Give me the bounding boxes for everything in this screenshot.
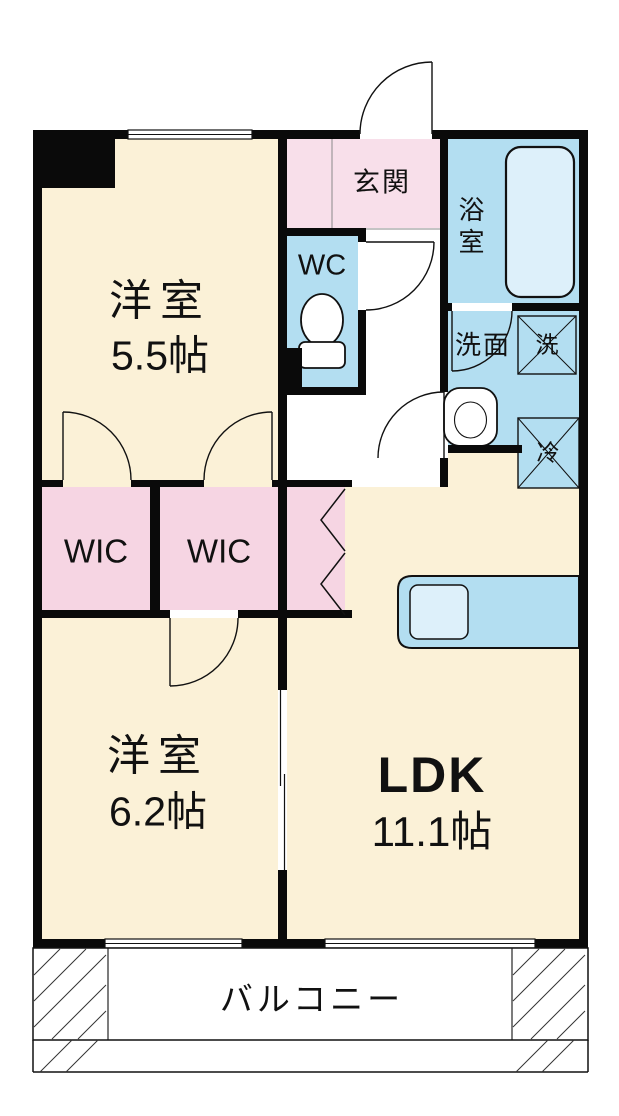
refrigerator-symbol	[517, 417, 580, 489]
entrance-step-line	[331, 139, 440, 230]
toilet-icon	[298, 293, 346, 369]
kitchen-sink-icon	[409, 584, 469, 640]
kitchen-counter	[397, 575, 580, 649]
closet-floor	[287, 487, 345, 618]
balcony-area	[32, 947, 589, 1073]
wic-b-label: WIC	[186, 532, 252, 570]
pillar	[33, 130, 115, 188]
balcony-hatch-left	[33, 948, 107, 1040]
wic-a-label: WIC	[63, 532, 129, 570]
wc-door-icon	[365, 241, 435, 311]
wic-a-door-icon	[62, 411, 132, 481]
washroom-door-icon	[377, 391, 445, 459]
balcony-corner-hatch	[39, 1039, 575, 1073]
entrance-label: 玄関	[353, 167, 411, 198]
bathtub-icon	[504, 145, 576, 299]
bathroom-label: 浴室	[455, 196, 485, 260]
bathroom-door-icon	[451, 310, 513, 372]
window-bedroom-b	[104, 938, 243, 949]
entrance-floor	[287, 139, 440, 228]
bedroom-a-size: 5.5帖	[111, 332, 209, 379]
ldk-name: LDK	[377, 747, 487, 803]
washer-label: 洗	[535, 331, 559, 358]
washing-machine-symbol	[517, 315, 577, 375]
window-bedroom-a	[127, 129, 253, 140]
wc-label: WC	[297, 249, 347, 282]
ldk-floor	[345, 487, 579, 939]
ldk-size: 11.1帖	[371, 808, 493, 855]
walls	[33, 130, 588, 948]
ldk-floor-left	[287, 618, 345, 939]
wic-a-floor	[42, 487, 150, 610]
balcony-hatch-right	[512, 948, 586, 1040]
washbasin-icon	[443, 387, 498, 447]
windows	[104, 129, 536, 949]
balcony-label: バルコニー	[219, 980, 405, 1018]
bedroom-b-size: 6.2帖	[109, 788, 207, 835]
ldk-floor-notch	[448, 453, 518, 487]
bedroom-a-name: 洋室	[109, 277, 211, 326]
bedroom-b-floor	[42, 618, 278, 939]
entrance-door-icon	[359, 61, 433, 135]
bedroom-b-name: 洋室	[107, 732, 209, 781]
bedroom-a-door-icon	[203, 411, 273, 481]
folding-door-icon	[320, 488, 346, 616]
washroom-label: 洗面	[454, 330, 512, 360]
refrigerator-label: 冷	[536, 439, 560, 466]
doors	[62, 61, 513, 687]
window-ldk	[324, 938, 536, 949]
wic-b-floor	[160, 487, 278, 610]
sliding-door-icon	[278, 690, 287, 870]
balcony-outer-edge	[32, 1040, 589, 1073]
bedroom-a-floor	[42, 139, 278, 487]
bedroom-b-door-icon	[169, 617, 239, 687]
